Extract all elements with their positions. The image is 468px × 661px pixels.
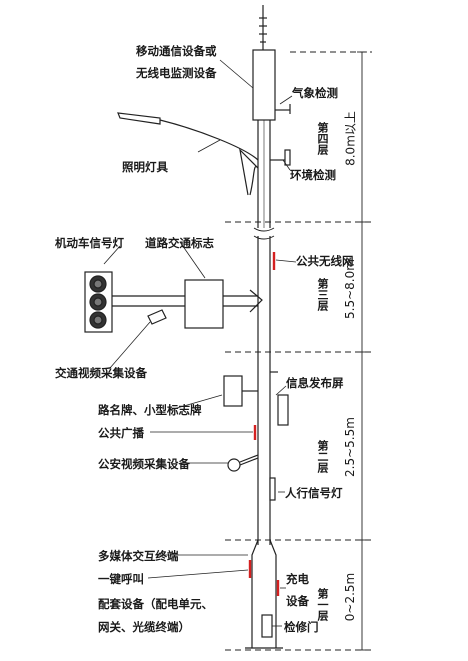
label-public-wifi: 公共无线网	[296, 254, 354, 268]
label-security-video: 公安视频采集设备	[98, 457, 190, 471]
label-access-door: 检修门	[284, 620, 319, 634]
dimension-line	[357, 51, 367, 651]
label-lighting: 照明灯具	[122, 160, 168, 174]
layer-height-1: 0~2.5m	[343, 572, 357, 622]
antenna	[259, 5, 267, 50]
label-charging: 充电	[286, 572, 309, 586]
layer-name-2: 第二层	[316, 440, 329, 473]
label-vehicle-signal: 机动车信号灯	[55, 236, 124, 250]
info-screen	[270, 371, 289, 426]
road-sign-panel	[184, 279, 224, 329]
label-gateway: 网关、光缆终端）	[98, 620, 190, 634]
label-multimedia: 多媒体交互终端	[98, 549, 179, 563]
pole-break-marks	[253, 227, 275, 240]
label-road-sign: 道路交通标志	[145, 236, 214, 250]
layer-height-3: 5.5~8.0m	[343, 259, 357, 319]
label-info-screen: 信息发布屏	[286, 376, 344, 390]
label-pedestrian-signal: 人行信号灯	[285, 486, 343, 500]
traffic-camera	[147, 309, 167, 325]
pole-base	[245, 539, 283, 649]
label-mobile-comm: 移动通信设备或	[136, 44, 217, 58]
label-street-sign: 路名牌、小型标志牌	[98, 403, 202, 417]
layer-name-3: 第三层	[316, 278, 329, 311]
label-support-equipment: 配套设备（配电单元、	[98, 597, 213, 611]
vehicle-signal-light	[84, 271, 113, 333]
label-radio-monitor: 无线电监测设备	[136, 66, 217, 80]
leader-lines	[103, 59, 297, 627]
pedestrian-signal-box	[269, 477, 276, 501]
label-weather: 气象检测	[292, 86, 338, 100]
access-door	[261, 614, 273, 638]
layer-name-4: 第四层	[316, 122, 329, 155]
security-camera	[227, 454, 259, 472]
layer-dividers	[225, 51, 372, 651]
environment-sensor	[270, 149, 291, 166]
weather-sensor	[275, 104, 291, 114]
layer-height-2: 2.5~5.5m	[343, 417, 357, 477]
layer-height-4: 8.0m以上	[343, 111, 358, 166]
lighting-arm	[117, 112, 259, 196]
label-traffic-video: 交通视频采集设备	[55, 366, 147, 380]
label-charging-device: 设备	[286, 594, 309, 608]
label-environment: 环境检测	[290, 168, 336, 182]
label-broadcast: 公共广播	[98, 426, 144, 440]
street-sign	[223, 375, 258, 407]
layer-name-1: 第一层	[316, 588, 329, 621]
label-sos: 一键呼叫	[98, 572, 144, 586]
mobile-comm-cabinet	[252, 49, 276, 121]
